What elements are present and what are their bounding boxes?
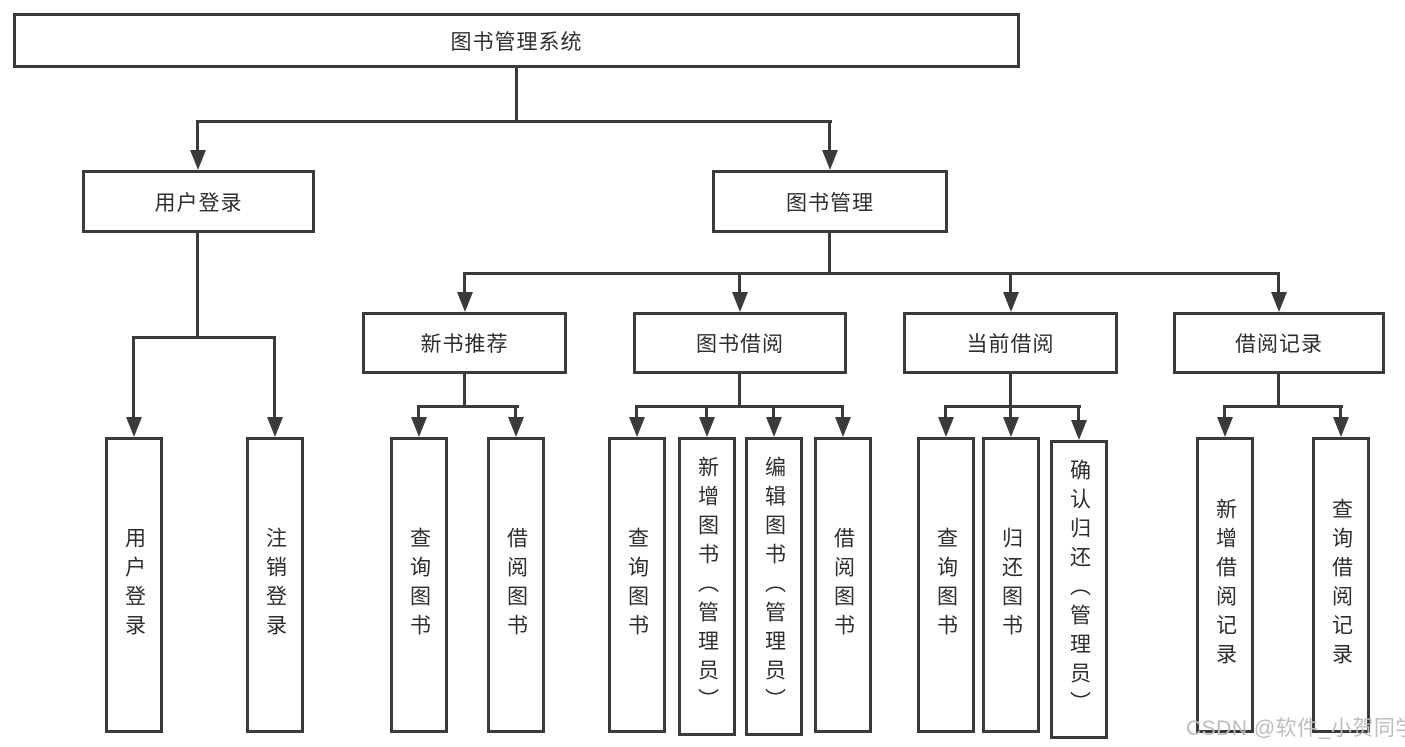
edge-borrow-stub-4: [841, 405, 844, 421]
arrow-down-icon: [1217, 417, 1233, 437]
edge-mgmt-vline: [828, 233, 831, 272]
node-query-borrow-record-label: 查询借阅记录: [1329, 498, 1353, 672]
arrow-down-icon: [835, 417, 851, 437]
edge-login-hline: [132, 336, 276, 339]
node-root-label: 图书管理系统: [450, 30, 583, 54]
arrow-down-icon: [1003, 292, 1019, 312]
node-logout-label: 注销登录: [263, 527, 287, 643]
node-query-books-recommend-label: 查询图书: [407, 527, 431, 643]
node-borrow-books-recommend-label: 借阅图书: [504, 527, 528, 643]
node-book-management: 图书管理: [712, 170, 948, 233]
arrow-down-icon: [508, 417, 524, 437]
node-return-books-label: 归还图书: [999, 527, 1023, 643]
node-borrow-records: 借阅记录: [1173, 312, 1385, 374]
node-query-books-current-label: 查询图书: [934, 527, 958, 643]
node-user-login-label: 用户登录: [154, 191, 243, 215]
edge-root-stub-right: [828, 120, 831, 154]
arrow-down-icon: [699, 417, 715, 437]
arrow-down-icon: [457, 292, 473, 312]
edge-borrow-stub-2: [705, 405, 708, 421]
node-query-books-recommend: 查询图书: [390, 437, 448, 733]
node-confirm-return-admin: 确认归还（管理员）: [1050, 440, 1108, 739]
node-user-login-leaf: 用户登录: [105, 437, 163, 733]
arrow-down-icon: [1271, 292, 1287, 312]
edge-records-stub-2: [1339, 405, 1342, 421]
edge-root-hline: [197, 120, 832, 123]
arrow-down-icon: [938, 417, 954, 437]
edge-recommend-stub-1: [417, 405, 420, 421]
edge-root-vline: [515, 68, 518, 120]
node-book-management-label: 图书管理: [786, 191, 874, 215]
arrow-down-icon: [732, 292, 748, 312]
node-add-borrow-record-label: 新增借阅记录: [1213, 498, 1237, 672]
node-book-borrow: 图书借阅: [633, 312, 847, 374]
node-borrow-records-label: 借阅记录: [1235, 333, 1323, 356]
node-book-borrow-label: 图书借阅: [696, 333, 784, 356]
edge-mgmt-stub-4: [1277, 272, 1280, 296]
node-borrow-books-leaf-label: 借阅图书: [831, 527, 855, 643]
arrow-down-icon: [411, 417, 427, 437]
node-new-book-recommend-label: 新书推荐: [420, 333, 509, 356]
edge-records-hline: [1223, 405, 1343, 408]
node-edit-books-admin: 编辑图书（管理员）: [745, 437, 803, 736]
node-query-books-borrow-label: 查询图书: [625, 527, 649, 643]
edge-recommend-vline: [463, 374, 466, 405]
node-add-books-admin: 新增图书（管理员）: [678, 437, 736, 736]
node-add-books-admin-label: 新增图书（管理员）: [695, 456, 719, 717]
edge-recommend-stub-2: [514, 405, 517, 421]
node-return-books: 归还图书: [982, 437, 1040, 733]
node-confirm-return-admin-label: 确认归还（管理员）: [1067, 459, 1091, 720]
node-user-login: 用户登录: [82, 170, 315, 233]
edge-mgmt-stub-3: [1009, 272, 1012, 296]
arrow-down-icon: [822, 150, 838, 170]
edge-login-stub-1: [132, 336, 135, 421]
edge-recommend-hline: [417, 405, 519, 408]
edge-mgmt-hline: [463, 272, 1280, 275]
node-root: 图书管理系统: [13, 13, 1020, 68]
edge-current-stub-2: [1009, 405, 1012, 421]
edge-current-hline: [944, 405, 1081, 408]
node-edit-books-admin-label: 编辑图书（管理员）: [762, 456, 786, 717]
node-query-books-borrow: 查询图书: [608, 437, 666, 733]
node-current-borrow: 当前借阅: [903, 312, 1118, 374]
edge-login-vline: [196, 233, 199, 336]
node-query-borrow-record: 查询借阅记录: [1312, 437, 1370, 733]
arrow-down-icon: [1003, 417, 1019, 437]
edge-records-vline: [1277, 374, 1280, 405]
arrow-down-icon: [766, 417, 782, 437]
arrow-down-icon: [1333, 417, 1349, 437]
edge-root-stub-left: [196, 120, 199, 154]
edge-current-stub-3: [1077, 405, 1080, 424]
edge-current-vline: [1009, 374, 1012, 405]
edge-borrow-stub-1: [635, 405, 638, 421]
csdn-watermark: CSDN @软件_小贺同学: [1186, 717, 1405, 740]
edge-mgmt-stub-2: [738, 272, 741, 296]
node-add-borrow-record: 新增借阅记录: [1196, 437, 1254, 733]
edge-login-stub-2: [273, 336, 276, 421]
node-borrow-books-recommend: 借阅图书: [487, 437, 545, 733]
arrow-down-icon: [267, 417, 283, 437]
node-query-books-current: 查询图书: [917, 437, 975, 733]
arrow-down-icon: [1071, 420, 1087, 440]
edge-borrow-vline: [738, 374, 741, 405]
edge-mgmt-stub-1: [463, 272, 466, 296]
edge-current-stub-1: [944, 405, 947, 421]
node-user-login-leaf-label: 用户登录: [122, 527, 146, 643]
node-logout: 注销登录: [246, 437, 304, 733]
arrow-down-icon: [190, 150, 206, 170]
edge-borrow-stub-3: [772, 405, 775, 421]
arrow-down-icon: [126, 417, 142, 437]
arrow-down-icon: [629, 417, 645, 437]
edge-records-stub-1: [1223, 405, 1226, 421]
node-current-borrow-label: 当前借阅: [966, 333, 1055, 356]
node-borrow-books-leaf: 借阅图书: [814, 437, 872, 733]
edge-borrow-hline: [635, 405, 844, 408]
node-new-book-recommend: 新书推荐: [362, 312, 567, 374]
